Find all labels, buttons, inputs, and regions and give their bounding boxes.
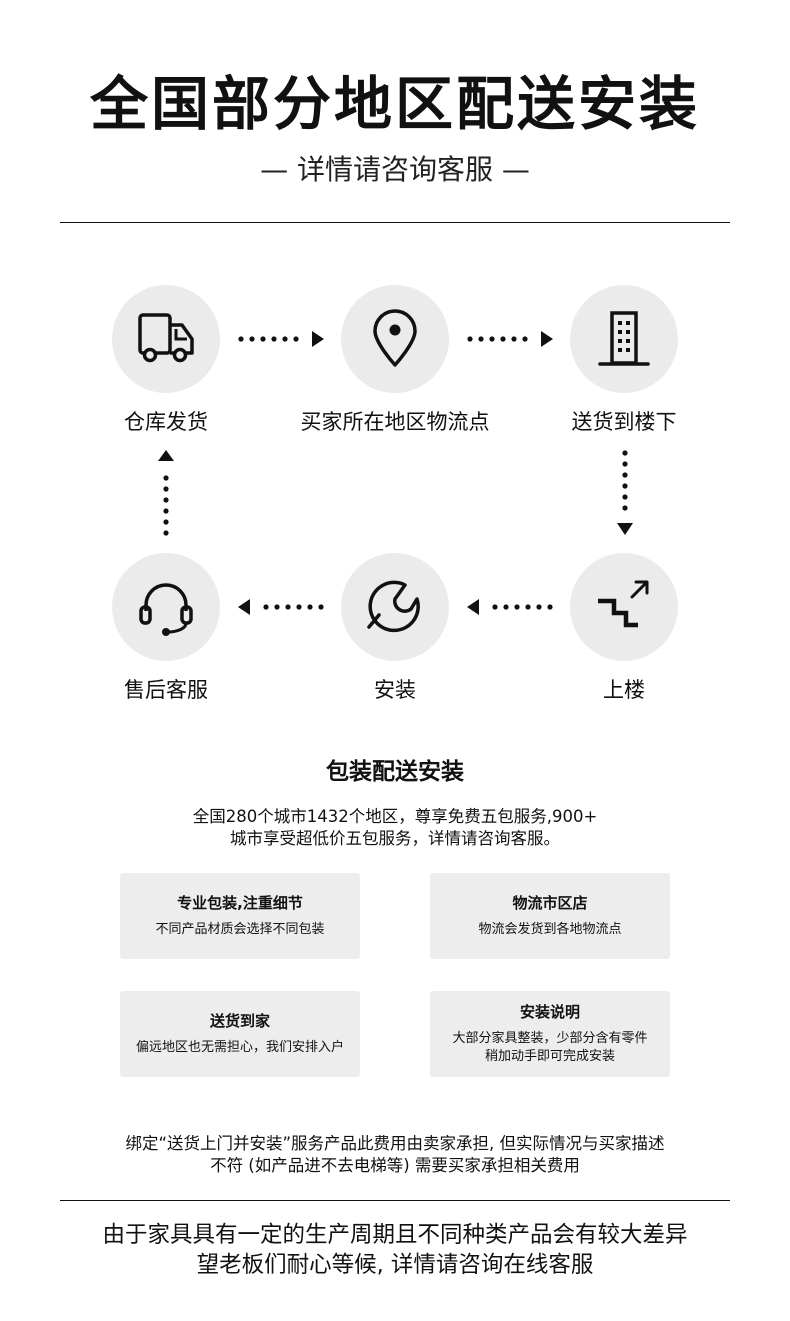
card-body: 不同产品材质会选择不同包装 [155,922,325,937]
fee-note-line: 不符 (如产品进不去电梯等) 需要买家承担相关费用 [210,1156,580,1175]
card-body-line: 大部分家具整装，少部分含有零件 [452,1031,648,1046]
stairs-up-icon [598,580,649,628]
closing-line: 由于家具具有一定的生产周期且不同种类产品会有较大差异 [102,1222,688,1248]
page-title: 全国部分地区配送安装 [89,70,700,138]
step-circle-after-sales [112,553,220,661]
card-title: 物流市区店 [512,894,588,912]
card-logistics-store: 物流市区店 物流会发货到各地物流点 [430,873,670,959]
card-body-line: 稍加动手即可完成安装 [484,1049,615,1064]
card-body: 偏远地区也无需担心，我们安排入户 [135,1040,344,1055]
package-description-line: 城市享受超低价五包服务，详情请咨询客服。 [230,829,560,848]
package-description: 全国280个城市1432个地区，尊享免费五包服务,900+ 城市享受超低价五包服… [0,806,790,850]
arrow-left-icon [236,598,326,616]
closing-message: 由于家具具有一定的生产周期且不同种类产品会有较大差异 望老板们耐心等候, 详情请… [0,1220,790,1280]
headset-icon [139,583,193,636]
closing-line: 望老板们耐心等候, 详情请咨询在线客服 [196,1252,594,1278]
step-label-downstairs: 送货到楼下 [571,410,677,434]
arrow-right-icon [236,330,326,348]
page-subtitle: — 详情请咨询客服 — [260,153,530,186]
step-label-upstairs: 上楼 [603,678,645,702]
arrow-right-icon [465,330,555,348]
step-circle-warehouse [112,285,220,393]
arrow-up-icon [157,448,175,538]
card-professional-packaging: 专业包装,注重细节 不同产品材质会选择不同包装 [120,873,360,959]
arrow-left-icon [465,598,555,616]
bottom-divider [60,1200,730,1201]
card-body: 物流会发货到各地物流点 [478,922,622,937]
step-circle-logistics-point [341,285,449,393]
card-body: 大部分家具整装，少部分含有零件 稍加动手即可完成安装 [452,1030,647,1066]
package-heading: 包装配送安装 [326,759,464,785]
location-pin-icon [373,309,417,367]
card-title: 送货到家 [209,1012,270,1030]
step-circle-install [341,553,449,661]
step-circle-upstairs [570,553,678,661]
arrow-down-icon [616,448,634,538]
truck-icon [138,313,194,363]
card-install-notes: 安装说明 大部分家具整装，少部分含有零件 稍加动手即可完成安装 [430,991,670,1077]
fee-note-line: 绑定“送货上门并安装”服务产品此费用由卖家承担, 但实际情况与买家描述 [125,1134,665,1153]
building-icon [598,311,650,366]
step-label-after-sales: 售后客服 [124,678,208,702]
step-circle-downstairs [570,285,678,393]
fee-note: 绑定“送货上门并安装”服务产品此费用由卖家承担, 但实际情况与买家描述 不符 (… [0,1133,790,1177]
top-divider [60,222,730,223]
card-title: 安装说明 [519,1003,580,1021]
package-description-line: 全国280个城市1432个地区，尊享免费五包服务,900+ [192,807,598,826]
wrench-icon [367,580,420,633]
card-title: 专业包装,注重细节 [177,894,303,912]
step-label-install: 安装 [374,678,416,702]
card-home-delivery: 送货到家 偏远地区也无需担心，我们安排入户 [120,991,360,1077]
step-label-warehouse: 仓库发货 [124,410,208,434]
step-label-logistics-point: 买家所在地区物流点 [300,410,490,434]
